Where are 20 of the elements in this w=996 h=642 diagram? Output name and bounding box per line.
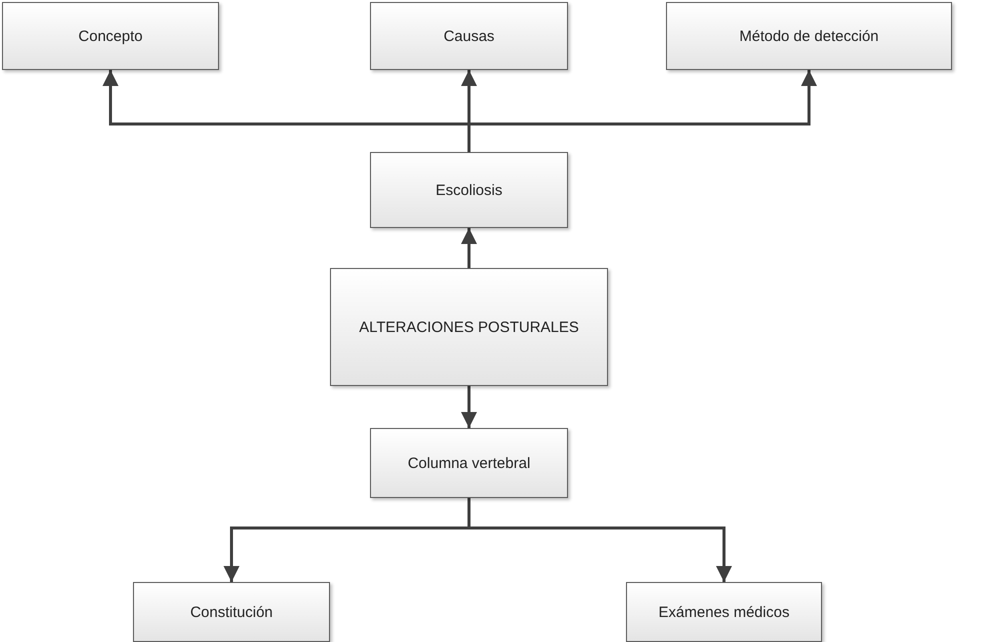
process-box	[133, 582, 330, 642]
arrow	[468, 498, 732, 582]
process-box	[666, 2, 952, 70]
process-box	[626, 582, 822, 642]
arrow	[461, 228, 477, 268]
arrow	[468, 70, 817, 152]
process-box	[2, 2, 219, 70]
node-label: Causas	[442, 28, 496, 44]
process-box	[330, 268, 608, 386]
node-label: Columna vertebral	[406, 454, 532, 472]
node-label: ALTERACIONES POSTURALES	[358, 318, 580, 336]
node-label: Exámenes médicos	[658, 604, 790, 620]
node-label: Método de detección	[738, 28, 880, 44]
process-box	[370, 2, 568, 70]
arrow	[461, 386, 477, 428]
node-label: Escoliosis	[434, 182, 504, 198]
node-label: Concepto	[77, 28, 144, 44]
process-box	[370, 428, 568, 498]
node-label: Constitución	[189, 604, 274, 620]
process-box	[370, 152, 568, 228]
